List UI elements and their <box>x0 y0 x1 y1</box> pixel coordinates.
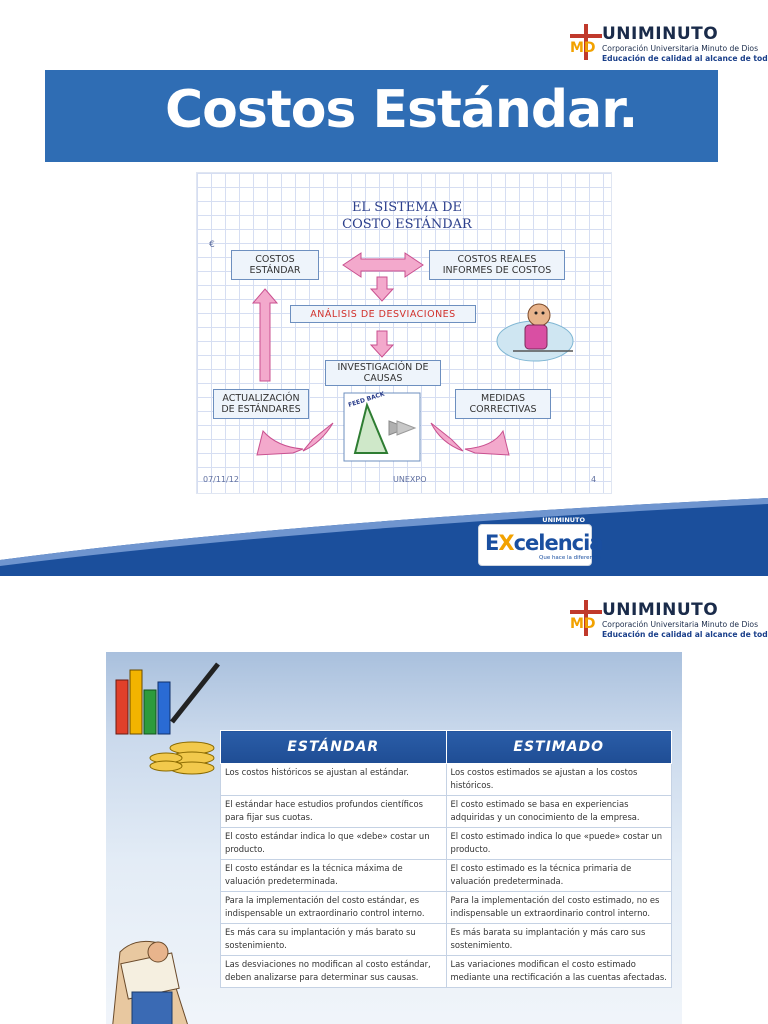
diagram-title: EL SISTEMA DE COSTO ESTÁNDAR <box>342 200 472 232</box>
svg-text:€: € <box>209 240 215 250</box>
badge-word: EXcelencia <box>485 531 603 555</box>
table-cell: El costo estándar indica lo que «debe» c… <box>220 827 447 860</box>
logo-brand: UNIMINUTO <box>602 24 719 44</box>
uniminuto-cross-icon: MD <box>570 24 602 60</box>
table-cell: Los costos estimados se ajustan a los co… <box>445 763 672 796</box>
table-row: El estándar hace estudios profundos cien… <box>220 795 672 828</box>
table-cell: Los costos históricos se ajustan al está… <box>220 763 447 796</box>
title-banner: Costos Estándar. <box>45 70 718 162</box>
table-header-row: ESTÁNDAR ESTIMADO <box>220 730 672 764</box>
down-arrow-icon-2 <box>369 330 395 358</box>
costo-estandar-diagram: FEED BACK € EL SISTEMA DE COSTO ESTÁNDAR… <box>196 172 612 494</box>
box-analisis-desviaciones: ANÁLISIS DE DESVIACIONES <box>290 305 476 323</box>
up-arrow-icon <box>251 288 279 382</box>
double-arrow-icon <box>342 252 424 278</box>
bar-chart-coins-icon <box>115 662 220 775</box>
table-cell: Las variaciones modifican el costo estim… <box>445 955 672 988</box>
table-cell: Es más barata su implantación y más caro… <box>445 923 672 956</box>
table-cell: Es más cara su implantación y más barato… <box>220 923 447 956</box>
diagram-footer-org: UNEXPO <box>393 475 427 484</box>
table-row: Las desviaciones no modifican al costo e… <box>220 955 672 988</box>
table-row: Es más cara su implantación y más barato… <box>220 923 672 956</box>
diagram-arrows: FEED BACK € <box>209 240 574 462</box>
box-medidas-correctivas: MEDIDAS CORRECTIVAS <box>455 389 551 419</box>
feedback-triangle-icon <box>353 401 389 454</box>
comparison-panel: ESTÁNDAR ESTIMADO Los costos históricos … <box>106 652 682 1024</box>
uniminuto-cross-icon-2: MD <box>570 600 602 636</box>
badge-tagline: Que hace la diferencia <box>539 555 601 561</box>
svg-text:MD: MD <box>570 616 596 632</box>
slide-title: Costos Estándar. <box>165 80 638 140</box>
table-row: El costo estándar indica lo que «debe» c… <box>220 827 672 860</box>
logo-line1: Corporación Universitaria Minuto de Dios <box>602 44 759 53</box>
uniminuto-logo-2: MD UNIMINUTO Corporación Universitaria M… <box>570 600 768 639</box>
cartoon-man-icon <box>496 303 574 362</box>
diagram-footer-page: 4 <box>591 475 597 484</box>
box-costos-reales: COSTOS REALES INFORMES DE COSTOS <box>429 250 565 280</box>
curved-arrow-left-icon-2 <box>302 422 334 452</box>
table-cell: Para la implementación del costo estánda… <box>220 891 447 924</box>
excelencia-badge: UNIMINUTO EXcelencia Que hace la diferen… <box>478 516 603 566</box>
table-cell: Para la implementación del costo estimad… <box>445 891 672 924</box>
reading-person-icon <box>112 940 188 1024</box>
down-arrow-icon <box>369 276 395 302</box>
box-costos-estandar: COSTOS ESTÁNDAR <box>231 250 319 280</box>
table-cell: El costo estimado es la técnica primaria… <box>445 859 672 892</box>
slide-estandar-vs-estimado: MD UNIMINUTO Corporación Universitaria M… <box>0 576 768 1024</box>
table-row: Los costos históricos se ajustan al está… <box>220 763 672 796</box>
table-cell: El estándar hace estudios profundos cien… <box>220 795 447 828</box>
curved-arrow-left-icon <box>256 429 304 456</box>
curved-arrow-right-icon-2 <box>464 429 510 456</box>
box-actualizacion-estandares: ACTUALIZACIÓN DE ESTÁNDARES <box>213 389 309 419</box>
blue-swoosh <box>0 498 768 576</box>
table-row: El costo estándar es la técnica máxima d… <box>220 859 672 892</box>
badge-university: UNIMINUTO <box>542 516 585 524</box>
logo-line2: Educación de calidad al alcance de todos <box>602 54 768 63</box>
logo-mark: MD <box>570 40 596 56</box>
box-investigacion-causas: INVESTIGACIÓN DE CAUSAS <box>325 360 441 386</box>
header-estandar: ESTÁNDAR <box>220 730 447 764</box>
comparison-table: ESTÁNDAR ESTIMADO Los costos históricos … <box>220 730 672 988</box>
panel-clipart <box>112 662 220 1024</box>
curved-arrow-right-icon <box>430 422 464 452</box>
table-cell: Las desviaciones no modifican al costo e… <box>220 955 447 988</box>
uniminuto-logo: MD UNIMINUTO Corporación Universitaria M… <box>568 22 768 68</box>
header-estimado: ESTIMADO <box>445 730 672 764</box>
diagram-footer-date: 07/11/12 <box>203 475 239 484</box>
table-row: Para la implementación del costo estánda… <box>220 891 672 924</box>
table-cell: El costo estimado indica lo que «puede» … <box>445 827 672 860</box>
slide-costos-estandar: MD UNIMINUTO Corporación Universitaria M… <box>0 22 768 576</box>
table-cell: El costo estimado se basa en experiencia… <box>445 795 672 828</box>
table-cell: El costo estándar es la técnica máxima d… <box>220 859 447 892</box>
